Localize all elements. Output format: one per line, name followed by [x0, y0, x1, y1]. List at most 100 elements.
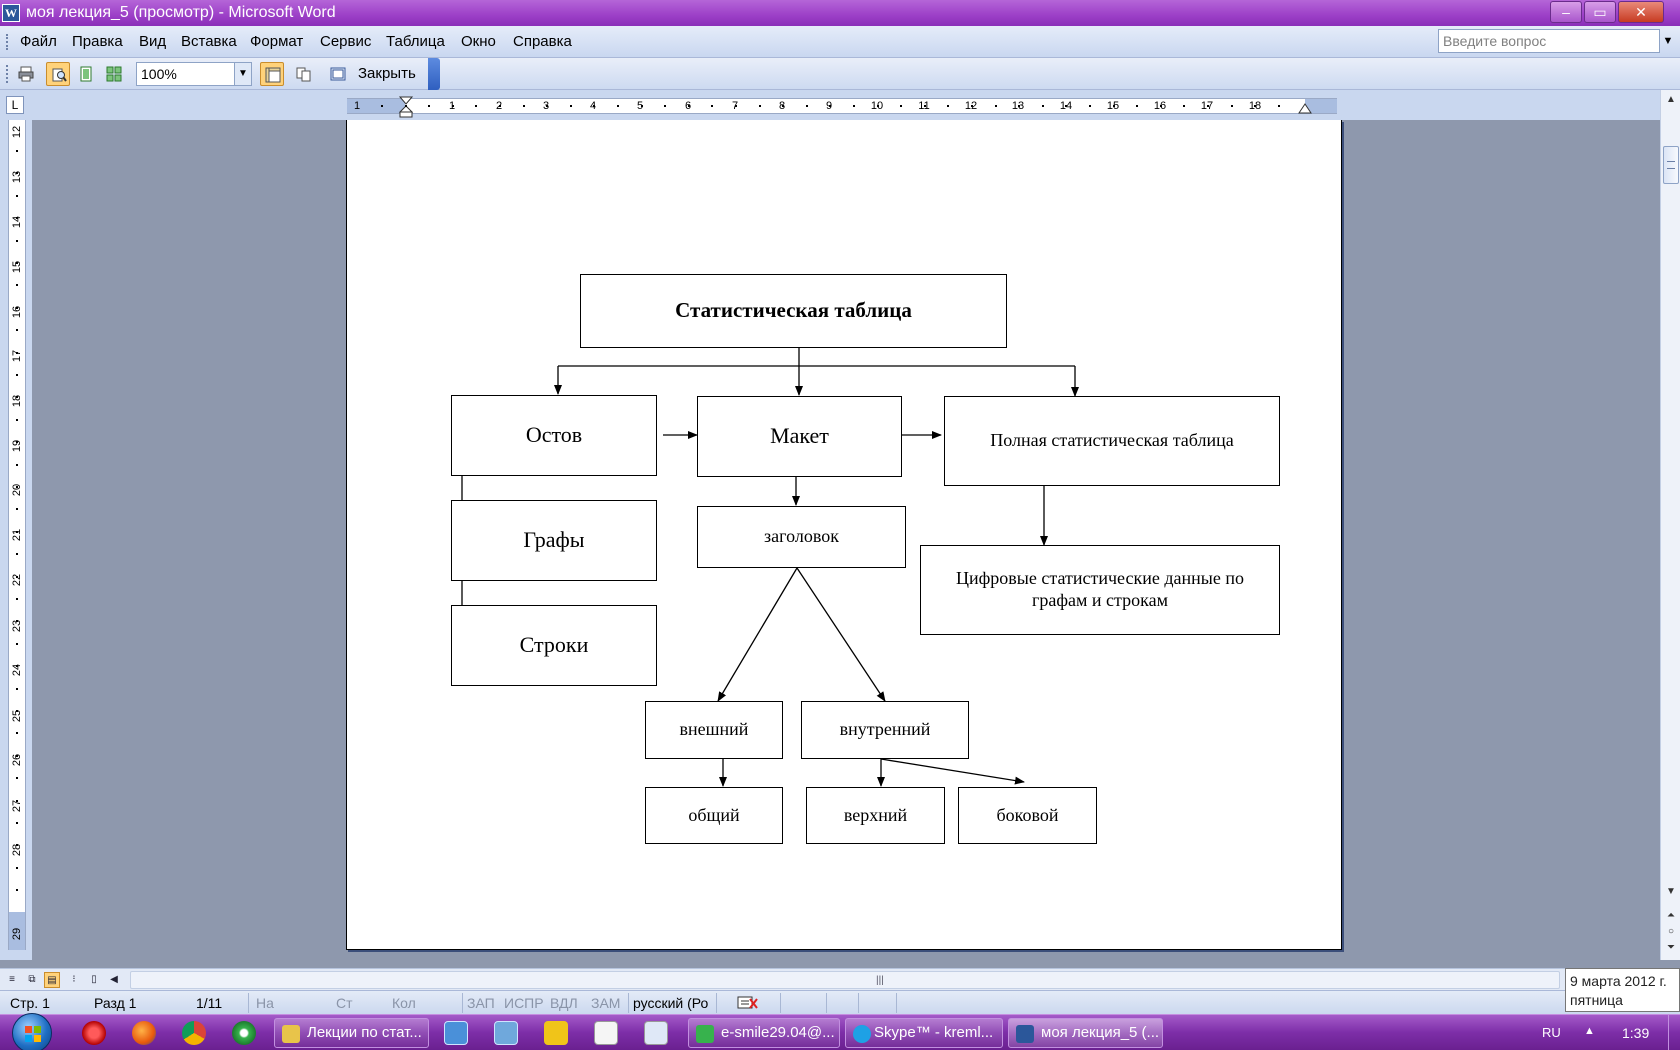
horizontal-scrollbar[interactable]: ||| — [130, 971, 1560, 989]
start-button[interactable] — [12, 1013, 52, 1050]
zoom-dropdown-arrow[interactable]: ▼ — [234, 62, 252, 86]
ruler-tick — [688, 105, 690, 107]
full-screen-button[interactable] — [326, 62, 350, 86]
task-label: Лекции по стат... — [307, 1024, 422, 1041]
ruler-tick — [995, 105, 997, 107]
desktop-icon[interactable] — [444, 1021, 468, 1045]
scroll-left-arrow[interactable]: ◀ — [110, 974, 118, 985]
task-skype[interactable]: Skype™ - kreml... — [845, 1018, 1003, 1048]
menu-grip[interactable] — [6, 34, 10, 50]
status-rec[interactable]: ЗАП — [467, 995, 495, 1011]
document-page[interactable]: Статистическая таблица Остов Макет Полна… — [346, 120, 1342, 950]
next-page-icon[interactable]: ⏷ — [1667, 942, 1675, 953]
task-folder-lectures[interactable]: Лекции по стат... — [274, 1018, 429, 1048]
firefox-icon[interactable] — [132, 1021, 156, 1045]
scroll-thumb[interactable] — [1663, 146, 1679, 184]
chrome-icon[interactable] — [182, 1021, 206, 1045]
magnifier-button[interactable] — [46, 62, 70, 86]
status-ext[interactable]: ВДЛ — [550, 995, 578, 1011]
ruler-tick — [475, 105, 477, 107]
toolbar-options-chevron[interactable] — [428, 58, 440, 90]
menu-format[interactable]: Формат — [250, 33, 304, 50]
vruler-tick — [16, 755, 18, 757]
pencil-icon[interactable] — [544, 1021, 568, 1045]
help-question-input[interactable]: Введите вопрос — [1438, 29, 1660, 53]
minimize-button[interactable]: – — [1550, 1, 1582, 23]
help-dropdown-arrow[interactable]: ▼ — [1662, 35, 1674, 47]
vertical-ruler[interactable]: 12 13 14 15 16 17 18 19 20 21 22 23 24 2… — [8, 120, 26, 950]
web-layout-icon[interactable]: ⧉ — [28, 974, 36, 985]
shrink-to-fit-button[interactable] — [292, 62, 316, 86]
menu-help[interactable]: Справка — [513, 33, 572, 50]
scroll-up-arrow[interactable]: ▲ — [1666, 94, 1676, 105]
chrome-alt-icon[interactable] — [232, 1021, 256, 1045]
status-ovr[interactable]: ЗАМ — [591, 995, 621, 1011]
vruler-number: 17 — [11, 349, 23, 363]
language-indicator[interactable]: RU — [1542, 1025, 1561, 1040]
vruler-tick — [16, 553, 18, 555]
vruler-tick — [16, 352, 18, 354]
ruler-tick — [1231, 105, 1233, 107]
print-button[interactable] — [14, 62, 38, 86]
ruler-tick — [617, 105, 619, 107]
network-icon[interactable] — [494, 1021, 518, 1045]
vertical-scrollbar[interactable]: ▲ ▼ ⏶ ○ ⏷ — [1660, 90, 1680, 960]
status-line: Ст — [336, 995, 353, 1011]
vruler-tick — [16, 262, 18, 264]
one-page-button[interactable] — [74, 62, 98, 86]
left-margin-zone — [347, 99, 405, 113]
vruler-tick — [16, 464, 18, 466]
ruler-tick — [900, 105, 902, 107]
vruler-tick — [16, 710, 18, 712]
show-desktop-button[interactable] — [1668, 1015, 1680, 1050]
word-app-icon[interactable]: W — [2, 4, 20, 22]
zoom-combobox[interactable]: 100% — [136, 62, 236, 86]
status-bar: Стр. 1 Разд 1 1/11 На Ст Кол ЗАП ИСПР ВД… — [0, 990, 1680, 1014]
document-area[interactable]: Статистическая таблица Остов Макет Полна… — [32, 120, 1660, 960]
view-ruler-button[interactable] — [260, 62, 284, 86]
horizontal-ruler[interactable]: 1 1 2 3 4 5 6 7 8 9 10 11 12 13 14 15 16… — [347, 96, 1337, 118]
menu-table[interactable]: Таблица — [386, 33, 445, 50]
spelling-status-icon[interactable] — [737, 995, 759, 1011]
media-player-icon[interactable] — [594, 1021, 618, 1045]
scroll-down-arrow[interactable]: ▼ — [1666, 886, 1676, 897]
vruler-tick — [16, 150, 18, 152]
task-word-document[interactable]: моя лекция_5 (... — [1008, 1018, 1163, 1048]
view-and-hscroll-bar: ≡ ⧉ ▤ ⁝ ▯ ◀ ||| — [0, 968, 1565, 990]
diagram-node-grafy: Графы — [451, 500, 657, 581]
vruler-tick — [16, 240, 18, 242]
select-browse-object-icon[interactable]: ○ — [1667, 926, 1675, 937]
close-window-button[interactable]: ✕ — [1618, 1, 1664, 23]
right-indent-marker-icon[interactable] — [1298, 103, 1312, 115]
menu-file[interactable]: Файл — [20, 33, 57, 50]
status-trk[interactable]: ИСПР — [504, 995, 544, 1011]
vruler-tick — [16, 374, 18, 376]
status-language[interactable]: русский (Ро — [633, 995, 709, 1011]
date-tooltip: 9 марта 2012 г. пятница — [1565, 968, 1680, 1012]
ruler-tick — [782, 105, 784, 107]
outline-view-icon[interactable]: ⁝ — [72, 974, 76, 985]
print-layout-icon[interactable]: ▤ — [44, 972, 60, 988]
ruler-tick — [546, 105, 548, 107]
reading-layout-icon[interactable]: ▯ — [91, 974, 97, 985]
tab-selector[interactable]: L — [6, 96, 24, 114]
task-email[interactable]: e-smile29.04@... — [688, 1018, 840, 1048]
menu-insert[interactable]: Вставка — [181, 33, 237, 50]
normal-view-icon[interactable]: ≡ — [9, 974, 15, 985]
multiple-pages-button[interactable] — [102, 62, 126, 86]
menu-view[interactable]: Вид — [139, 33, 167, 50]
notepad-icon[interactable] — [644, 1021, 668, 1045]
menu-edit[interactable]: Правка — [72, 33, 123, 50]
clock[interactable]: 1:39 — [1622, 1025, 1650, 1041]
toolbar-grip[interactable] — [6, 65, 8, 83]
opera-icon[interactable] — [82, 1021, 106, 1045]
maximize-button[interactable]: ▭ — [1584, 1, 1616, 23]
menu-tools[interactable]: Сервис — [320, 33, 372, 50]
previous-page-icon[interactable]: ⏶ — [1667, 910, 1675, 921]
indent-marker-icon[interactable] — [399, 96, 413, 118]
ruler-tick — [1183, 105, 1185, 107]
tray-expand-icon[interactable]: ▲ — [1584, 1025, 1595, 1037]
close-preview-button[interactable]: Закрыть — [358, 65, 416, 82]
vruler-tick — [16, 441, 18, 443]
menu-window[interactable]: Окно — [461, 33, 496, 50]
